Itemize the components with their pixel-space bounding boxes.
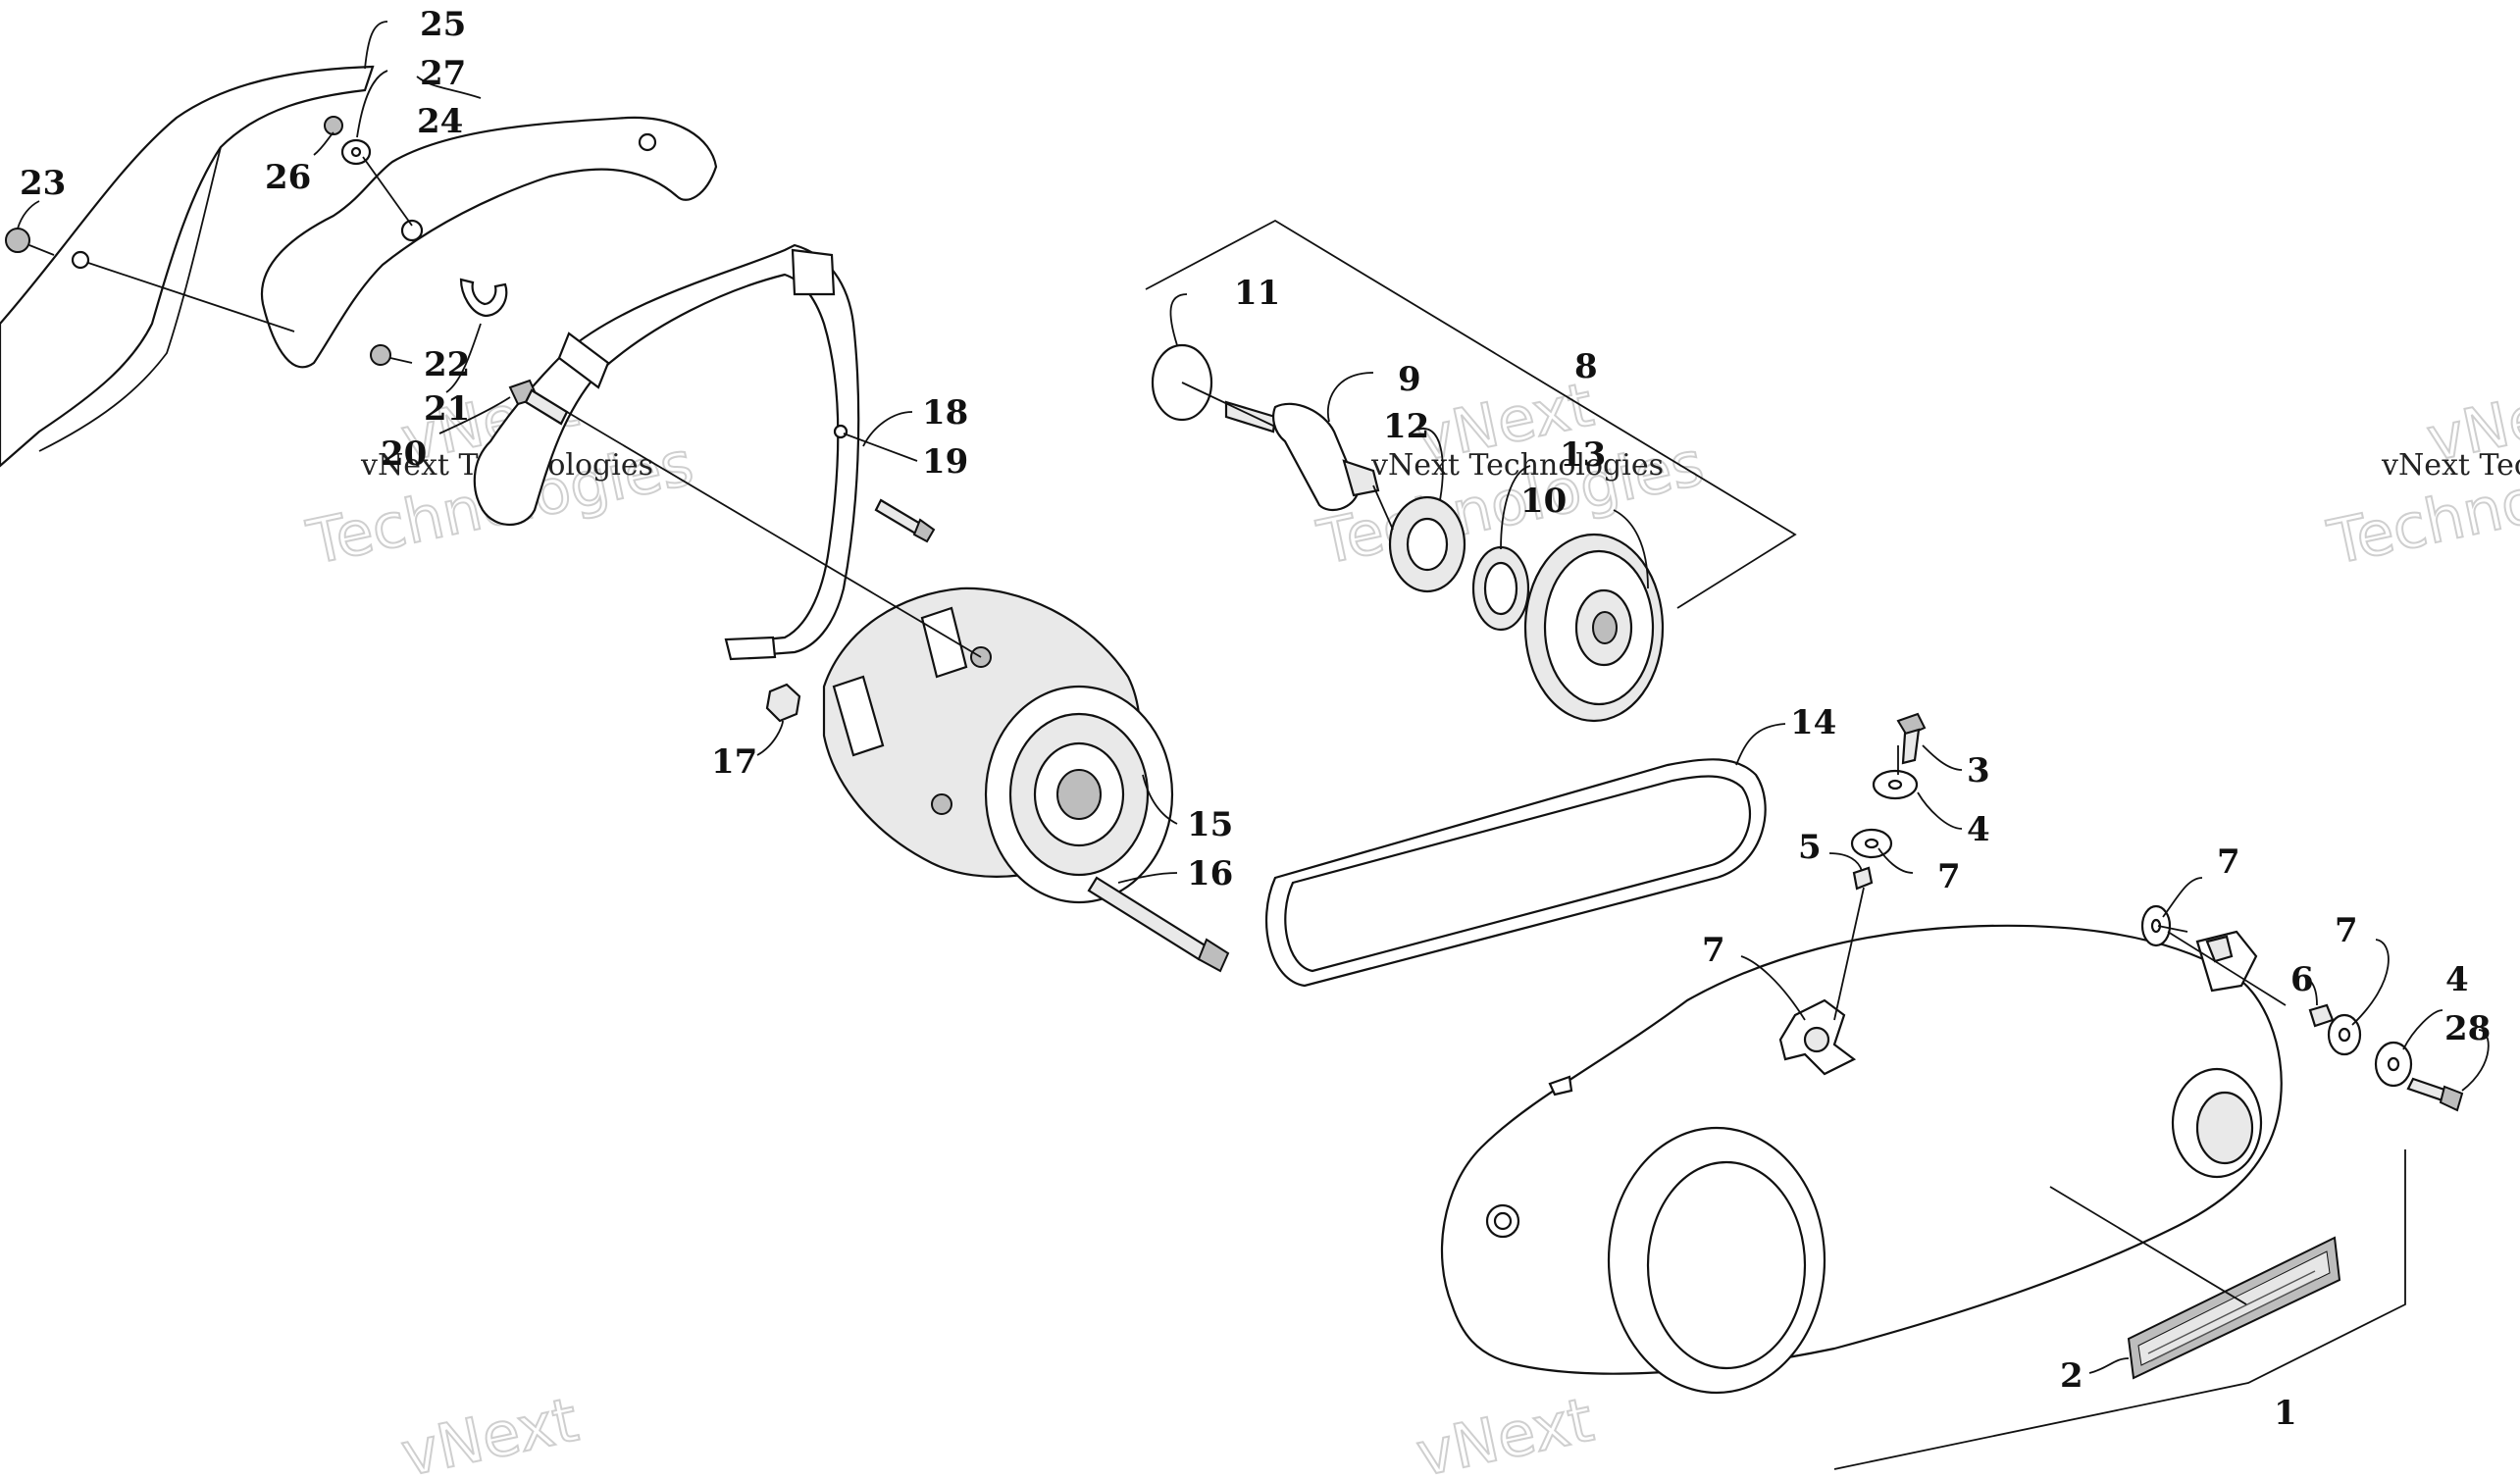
- callout-7-right: 7: [2217, 842, 2240, 882]
- callout-22: 22: [424, 345, 470, 384]
- callout-23: 23: [20, 164, 66, 203]
- callout-16: 16: [1187, 854, 1233, 893]
- washer-part-4-right: [2374, 1041, 2413, 1088]
- callout-19: 19: [922, 442, 968, 482]
- nut-part-12: [1388, 495, 1466, 593]
- callout-9: 9: [1398, 360, 1421, 399]
- watermark-word-vnext: vNext: [1411, 1384, 1599, 1479]
- bolt-part-16: [1087, 876, 1230, 973]
- callout-7-far: 7: [2335, 911, 2358, 950]
- callout-8: 8: [1574, 347, 1598, 386]
- watermark-text: vNext Technologies: [1370, 448, 1664, 483]
- callout-28: 28: [2444, 1009, 2491, 1048]
- washer-part-4-top: [1872, 769, 1919, 800]
- callout-17: 17: [711, 742, 757, 782]
- clamp-part-21: [459, 278, 508, 318]
- callout-1: 1: [2274, 1394, 2297, 1433]
- callout-13: 13: [1560, 435, 1606, 475]
- leader-lines: [17, 21, 2490, 1374]
- callout-11: 11: [1234, 274, 1280, 313]
- nut-part-17: [765, 683, 801, 723]
- watermark-text-short: vNext Tec: [2381, 448, 2520, 483]
- callout-7-cover: 7: [1702, 931, 1725, 970]
- callout-15: 15: [1187, 805, 1233, 844]
- alternator-bracket-part-18: [473, 243, 860, 661]
- belt-part-14: [1264, 758, 1767, 988]
- callout-27: 27: [420, 54, 466, 93]
- callout-3: 3: [1967, 751, 1990, 790]
- drive-cover-part-1: [1440, 924, 2283, 1395]
- screw-part-26: [324, 116, 343, 135]
- callout-20: 20: [381, 434, 427, 474]
- callout-labels: 1 2 3 4 4 5 6 7 7 7 7 8 9 10 11 12 13 14…: [20, 5, 2491, 1433]
- shaft-part-9: [1224, 400, 1380, 512]
- bolt-part-28: [2406, 1077, 2464, 1112]
- callout-5: 5: [1798, 828, 1822, 867]
- callout-24: 24: [417, 102, 463, 141]
- callout-2: 2: [2060, 1356, 2083, 1396]
- callout-4-top: 4: [1967, 810, 1990, 849]
- belt-shield-part-25: [0, 65, 375, 468]
- callout-14: 14: [1790, 703, 1836, 742]
- spacer-part-6: [2308, 1003, 2335, 1028]
- alternator-part-15: [822, 586, 1174, 904]
- watermark-bottom-center: vNext: [1410, 1383, 1600, 1479]
- bolt-part-19: [874, 498, 936, 543]
- shield-bracket-part-24: [260, 116, 718, 369]
- bolt-part-20: [508, 379, 569, 426]
- watermark-right: vNext Technologies vNext Tec: [2321, 368, 2520, 580]
- watermark-word-vnext: vNext: [395, 1384, 584, 1479]
- warning-label-part-2: [2127, 1236, 2341, 1380]
- washer-part-7-top: [1850, 828, 1893, 859]
- seal-part-13: [1471, 545, 1530, 632]
- nut-part-22: [370, 344, 391, 366]
- callout-25: 25: [420, 5, 466, 44]
- callout-6: 6: [2290, 960, 2314, 999]
- bolt-part-3: [1896, 712, 1927, 765]
- spacer-part-5: [1852, 866, 1874, 891]
- watermark-bottom-left: vNext: [394, 1383, 585, 1479]
- callout-12: 12: [1383, 407, 1429, 446]
- assembly-bracket-1: [1833, 1149, 2406, 1470]
- callout-18: 18: [922, 393, 968, 433]
- callout-21: 21: [424, 389, 470, 429]
- assembly-bracket-8: [1145, 219, 1797, 609]
- pulley-part-10: [1523, 533, 1665, 723]
- callout-4-right: 4: [2445, 960, 2469, 999]
- callout-7-top: 7: [1937, 857, 1961, 896]
- callout-10: 10: [1520, 482, 1567, 521]
- screw-part-23: [5, 228, 90, 270]
- callout-26: 26: [265, 158, 311, 197]
